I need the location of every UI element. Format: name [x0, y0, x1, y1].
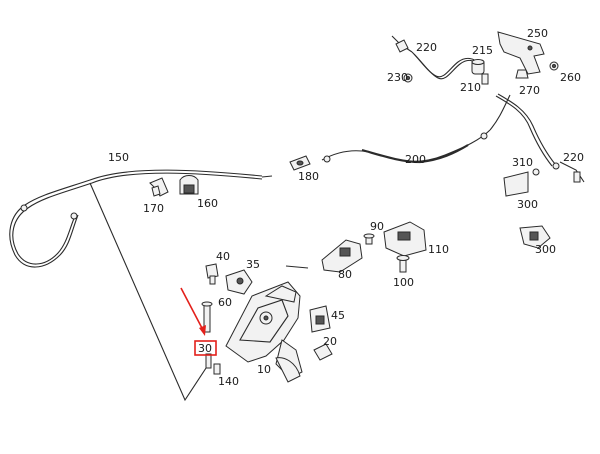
bolt-230[interactable] [403, 73, 413, 83]
bolt-210[interactable] [481, 73, 489, 85]
bushing-215[interactable] [471, 59, 485, 75]
pedal-assembly-10[interactable] [225, 265, 309, 383]
label-80: 80 [338, 268, 352, 281]
bracket-300-upper[interactable] [503, 171, 529, 197]
cable-220-top[interactable] [391, 35, 481, 80]
label-260: 260 [560, 71, 581, 84]
nut-270[interactable] [515, 69, 529, 79]
highlight-arrow [180, 287, 206, 336]
bracket-45[interactable] [309, 305, 331, 333]
label-60: 60 [218, 296, 232, 309]
bracket-110[interactable] [383, 221, 427, 257]
label-100: 100 [393, 276, 414, 289]
label-310: 310 [512, 156, 533, 169]
label-35: 35 [246, 258, 260, 271]
label-230: 230 [387, 71, 408, 84]
label-160: 160 [197, 197, 218, 210]
label-220-top: 220 [416, 41, 437, 54]
bolt-40[interactable] [205, 263, 219, 285]
label-40: 40 [216, 250, 230, 263]
nut-260[interactable] [549, 61, 559, 71]
clip-160[interactable] [179, 175, 199, 195]
label-180: 180 [298, 170, 319, 183]
label-150: 150 [108, 151, 129, 164]
connector-180[interactable] [289, 155, 311, 171]
label-220-right: 220 [563, 151, 584, 164]
label-215: 215 [472, 44, 493, 57]
label-200: 200 [405, 153, 426, 166]
cable-200[interactable] [321, 94, 511, 164]
bolt-100[interactable] [396, 255, 410, 273]
label-300-upper: 300 [517, 198, 538, 211]
label-170: 170 [143, 202, 164, 215]
highlight-box [194, 340, 217, 356]
clip-170[interactable] [149, 177, 169, 197]
label-30: 30 [198, 342, 212, 355]
label-270: 270 [519, 84, 540, 97]
bolt-60[interactable] [201, 301, 213, 333]
label-90: 90 [370, 220, 384, 233]
bracket-250[interactable] [497, 31, 545, 75]
bracket-80[interactable] [321, 239, 363, 273]
cable-150[interactable] [9, 169, 273, 268]
label-210: 210 [460, 81, 481, 94]
pad-20[interactable] [313, 343, 333, 361]
label-45: 45 [331, 309, 345, 322]
bracket-300-lower[interactable] [519, 225, 551, 249]
label-20: 20 [323, 335, 337, 348]
cover-35[interactable] [225, 269, 253, 295]
label-250: 250 [527, 27, 548, 40]
bolt-90[interactable] [363, 233, 375, 245]
pin-140[interactable] [213, 363, 221, 375]
clip-310[interactable] [532, 168, 540, 176]
cable-220-right[interactable] [495, 93, 585, 183]
label-300-lower: 300 [535, 243, 556, 256]
label-110: 110 [428, 243, 449, 256]
pin-30[interactable] [205, 353, 212, 369]
label-140: 140 [218, 375, 239, 388]
leader-lines [89, 182, 211, 402]
label-10: 10 [257, 363, 271, 376]
